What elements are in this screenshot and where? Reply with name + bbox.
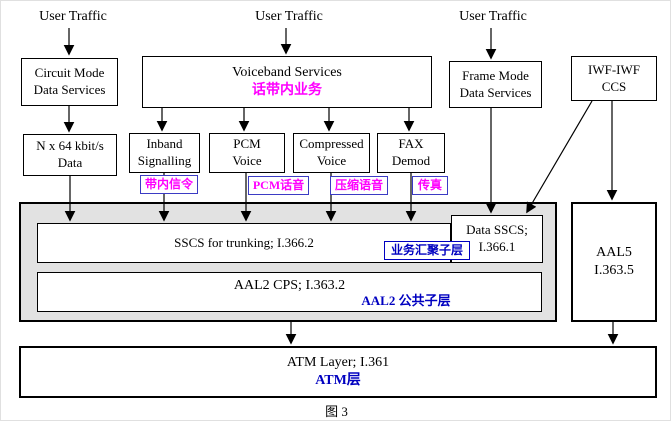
- frame-mode-label-line1: Frame Mode: [462, 67, 529, 83]
- user-traffic-label-2: User Traffic: [255, 9, 323, 24]
- voiceband-services-box: Voiceband Services 话带内业务: [142, 56, 432, 108]
- circuit-mode-label-line2: Data Services: [33, 82, 106, 97]
- aal2-cps-cn-label: AAL2 公共子层: [361, 293, 451, 308]
- compressed-voice-cn-tag: 压缩语音: [330, 176, 388, 195]
- voiceband-subtitle-cn: 话带内业务: [252, 83, 322, 98]
- nx64-label-line2: Data: [57, 155, 83, 170]
- nx64-label-line1: N x 64 kbit/s: [36, 138, 104, 154]
- iwf-iwf-ccs-box: IWF-IWF CCS: [571, 56, 657, 101]
- figure-caption: 图 3: [325, 404, 348, 419]
- nx64-data-box: N x 64 kbit/s Data: [23, 134, 117, 176]
- inband-signalling-box: Inband Signalling: [129, 133, 200, 173]
- compressed-label-line2: Voice: [316, 153, 347, 168]
- aal5-box: AAL5 I.363.5: [571, 202, 657, 322]
- inband-label-line1: Inband: [146, 136, 183, 152]
- aal2-cps-box: AAL2 CPS; I.363.2 AAL2 公共子层: [37, 272, 542, 312]
- sscs-cn-tag: 业务汇聚子层: [384, 241, 470, 260]
- data-sscs-label-line1: Data SSCS;: [466, 222, 528, 238]
- inband-label-line2: Signalling: [137, 153, 192, 168]
- fax-label-line1: FAX: [398, 136, 424, 152]
- pcm-label-line2: Voice: [232, 153, 262, 168]
- voiceband-title: Voiceband Services: [232, 64, 342, 80]
- user-traffic-label-1: User Traffic: [39, 9, 107, 24]
- atm-layer-label: ATM Layer; I.361: [286, 354, 390, 370]
- inband-signalling-cn-tag: 带内信令: [140, 175, 198, 194]
- circuit-mode-label-line1: Circuit Mode: [34, 65, 105, 81]
- iwf-label-line2: CCS: [601, 78, 627, 94]
- fax-cn-tag: 传真: [412, 176, 448, 195]
- iwf-label-line1: IWF-IWF: [588, 61, 640, 77]
- frame-mode-label-line2: Data Services: [459, 84, 532, 100]
- data-sscs-label-line2: I.366.1: [478, 239, 516, 254]
- circuit-mode-data-services-box: Circuit Mode Data Services: [21, 58, 118, 106]
- fax-demod-box: FAX Demod: [377, 133, 445, 173]
- sscs-trunking-box: SSCS for trunking; I.366.2: [37, 223, 451, 263]
- pcm-label-line1: PCM: [233, 136, 261, 152]
- atm-layer-box: ATM Layer; I.361 ATM层: [19, 346, 657, 398]
- fax-label-line2: Demod: [391, 153, 431, 168]
- compressed-label-line1: Compressed: [299, 136, 364, 152]
- pcm-voice-cn-tag: PCM话音: [248, 176, 309, 195]
- aal2-cps-label: AAL2 CPS; I.363.2: [233, 278, 346, 293]
- sscs-trunking-label: SSCS for trunking; I.366.2: [174, 234, 314, 250]
- arrow-iwf-to-data-sscs: [526, 100, 593, 214]
- pcm-voice-box: PCM Voice: [209, 133, 285, 173]
- aal5-label-line2: I.363.5: [594, 263, 634, 278]
- atm-layer-cn-label: ATM层: [315, 373, 361, 388]
- user-traffic-label-3: User Traffic: [459, 9, 527, 24]
- compressed-voice-box: Compressed Voice: [293, 133, 370, 173]
- frame-mode-data-services-box: Frame Mode Data Services: [449, 61, 542, 108]
- aal5-label-line1: AAL5: [596, 244, 632, 260]
